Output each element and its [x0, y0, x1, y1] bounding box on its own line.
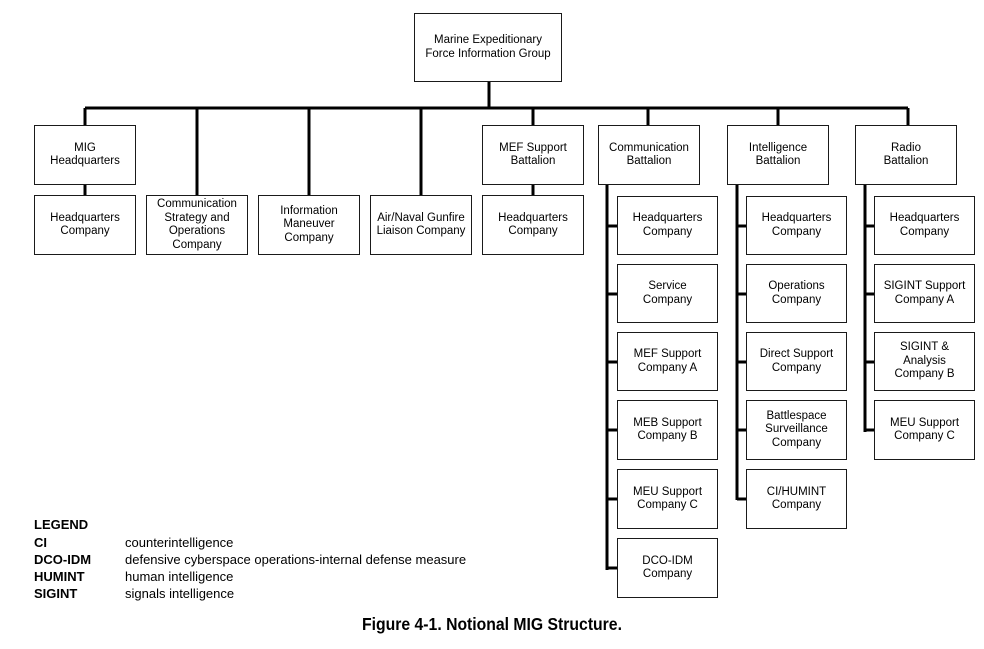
box-intel-bn-hq-company: Headquarters Company: [746, 196, 847, 255]
box-communication-battalion: Communication Battalion: [598, 125, 700, 185]
box-mig-hq-company: Headquarters Company: [34, 195, 136, 255]
box-radio-bn-meu-support-company-c: MEU Support Company C: [874, 400, 975, 460]
legend-definition: signals intelligence: [125, 586, 235, 601]
box-mef-support-battalion: MEF Support Battalion: [482, 125, 584, 185]
box-intel-bn-direct-support-company: Direct Support Company: [746, 332, 847, 391]
box-comm-bn-service-company: Service Company: [617, 264, 718, 323]
box-comm-bn-meu-support-company-c: MEU Support Company C: [617, 469, 718, 529]
figure-caption: Figure 4-1. Notional MIG Structure.: [362, 614, 622, 634]
legend-definition: defensive cyberspace operations-internal…: [125, 552, 467, 567]
box-mef-support-hq-company: Headquarters Company: [482, 195, 584, 255]
box-radio-battalion: Radio Battalion: [855, 125, 957, 185]
legend-title: LEGEND: [34, 517, 89, 532]
box-anglico: Air/Naval Gunfire Liaison Company: [370, 195, 472, 255]
legend-abbr: HUMINT: [34, 569, 85, 584]
box-comm-bn-mef-support-company-a: MEF Support Company A: [617, 332, 718, 391]
box-intel-bn-operations-company: Operations Company: [746, 264, 847, 323]
box-mig-headquarters: MIG Headquarters: [34, 125, 136, 185]
root-box-meig: Marine Expeditionary Force Information G…: [414, 13, 562, 82]
legend-abbr: SIGINT: [34, 586, 78, 601]
box-intelligence-battalion: Intelligence Battalion: [727, 125, 829, 185]
legend-definition: counterintelligence: [125, 535, 234, 550]
box-info-maneuver-company: Information Maneuver Company: [258, 195, 360, 255]
box-radio-bn-sigint-support-company-a: SIGINT Support Company A: [874, 264, 975, 323]
box-comm-bn-meb-support-company-b: MEB Support Company B: [617, 400, 718, 460]
box-comm-bn-dco-idm-company: DCO-IDM Company: [617, 538, 718, 598]
legend-abbr: DCO-IDM: [34, 552, 92, 567]
box-radio-bn-hq-company: Headquarters Company: [874, 196, 975, 255]
box-comm-bn-hq-company: Headquarters Company: [617, 196, 718, 255]
legend-abbr: CI: [34, 535, 47, 550]
box-intel-bn-ci-humint-company: CI/HUMINT Company: [746, 469, 847, 529]
box-comm-strategy-ops-company: Communication Strategy and Operations Co…: [146, 195, 248, 255]
legend-definition: human intelligence: [125, 569, 234, 584]
box-intel-bn-battlespace-surveillance-company: Battlespace Surveillance Company: [746, 400, 847, 460]
box-radio-bn-sigint-analysis-company-b: SIGINT & Analysis Company B: [874, 332, 975, 391]
